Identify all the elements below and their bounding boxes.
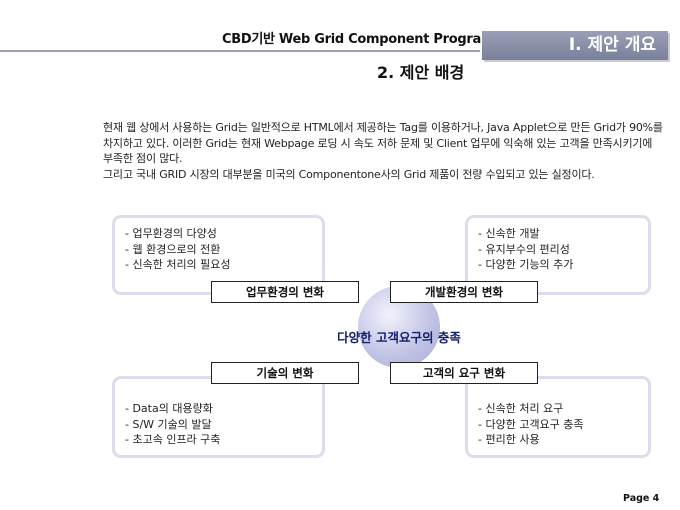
- list-item: - 업무환경의 다양성: [125, 227, 217, 240]
- intro-paragraph-1: 현재 웹 상에서 사용하는 Grid는 일반적으로 HTML에서 제공하는 Ta…: [103, 121, 663, 165]
- list-item: - 다양한 기능의 추가: [478, 258, 574, 271]
- page-number: Page 4: [623, 493, 660, 504]
- header-rule: [0, 50, 480, 52]
- list-item: - Data의 대용량화: [125, 402, 213, 415]
- card-technology: - Data의 대용량화 - S/W 기술의 발달 - 초고속 인프라 구축: [112, 376, 325, 458]
- label-customer-needs-change: 고객의 요구 변화: [390, 362, 538, 384]
- document-title: CBD기반 Web Grid Component Program: [222, 32, 495, 47]
- list-item: - 초고속 인프라 구축: [125, 433, 221, 446]
- list-item: - S/W 기술의 발달: [125, 417, 212, 431]
- section-tab: I. 제안 개요: [482, 31, 668, 60]
- list-item: - 신속한 처리의 필요성: [125, 258, 231, 271]
- label-development-environment-change: 개발환경의 변화: [390, 281, 538, 303]
- section-heading: 2. 제안 배경: [377, 63, 465, 82]
- intro-text: 현재 웹 상에서 사용하는 Grid는 일반적으로 HTML에서 제공하는 Ta…: [103, 120, 663, 182]
- list-item: - 웹 환경으로의 전환: [125, 242, 221, 256]
- list-item: - 신속한 처리 요구: [478, 402, 564, 415]
- list-item: - 다양한 고객요구 충족: [478, 417, 584, 431]
- label-technology-change: 기술의 변화: [211, 362, 359, 384]
- list-item: - 신속한 개발: [478, 227, 540, 240]
- list-item: - 편리한 사용: [478, 433, 540, 446]
- label-work-environment-change: 업무환경의 변화: [211, 281, 359, 303]
- intro-paragraph-2: 그리고 국내 GRID 시장의 대부분을 미국의 Componentone사의 …: [103, 167, 595, 181]
- list-item: - 유지부수의 편리성: [478, 242, 570, 256]
- center-label: 다양한 고객요구의 충족: [337, 330, 461, 345]
- card-customer-needs: - 신속한 처리 요구 - 다양한 고객요구 충족 - 편리한 사용: [465, 376, 651, 458]
